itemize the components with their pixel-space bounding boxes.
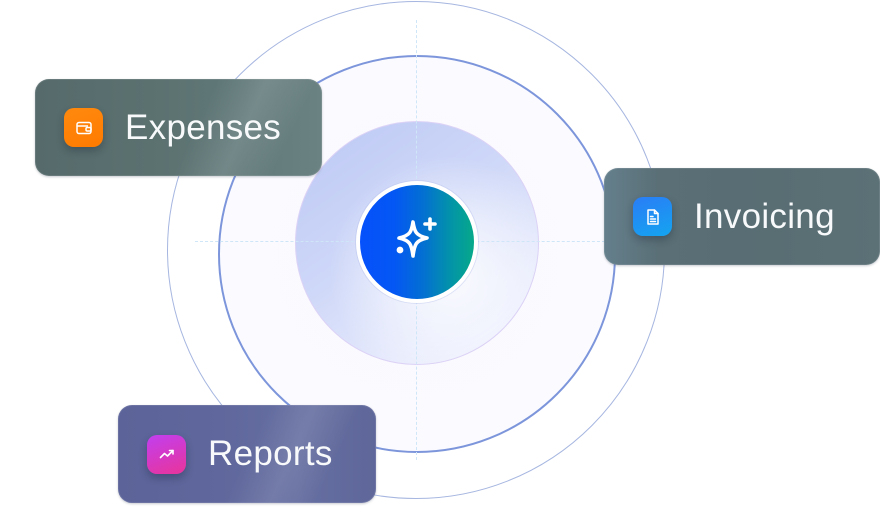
document-icon: [646, 208, 659, 225]
wallet-icon: [75, 121, 92, 134]
invoicing-app-icon: [633, 197, 672, 236]
expenses-app-icon: [64, 108, 103, 147]
reports-app-icon: [147, 434, 186, 474]
card-label-expenses: Expenses: [125, 107, 282, 147]
card-reports[interactable]: Reports: [118, 405, 376, 503]
trending-up-icon: [159, 449, 174, 459]
card-label-reports: Reports: [208, 434, 333, 473]
sparkles-icon: [396, 217, 437, 258]
center-ai-badge: [356, 181, 478, 303]
card-invoicing[interactable]: Invoicing: [604, 168, 880, 265]
card-label-invoicing: Invoicing: [694, 196, 835, 236]
card-expenses[interactable]: Expenses: [35, 79, 322, 176]
